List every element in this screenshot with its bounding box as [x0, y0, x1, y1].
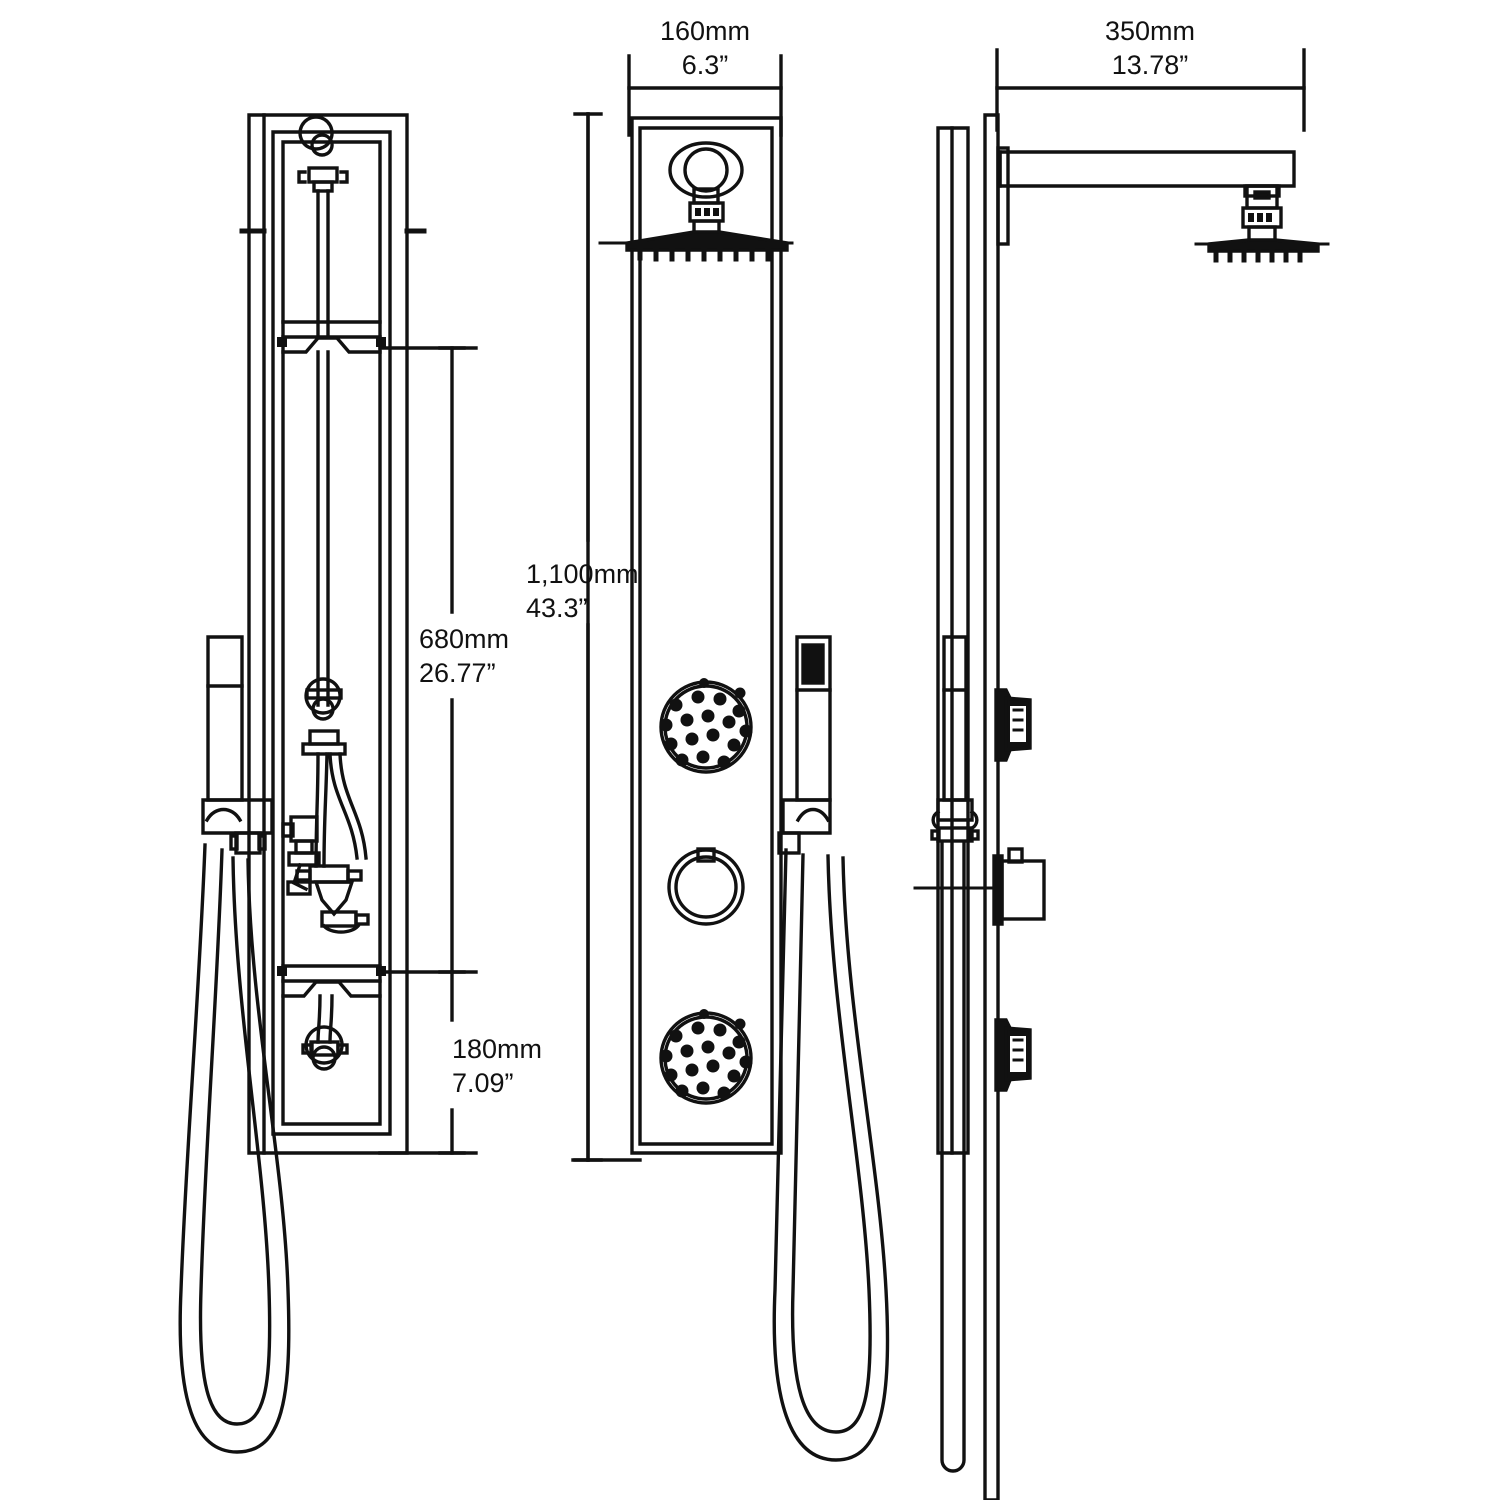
- dimension-upper-spacing-inch: 26.77”: [419, 658, 496, 688]
- dimension-panel-width: [586, 54, 783, 1162]
- dimension-upper-spacing-mm: 680mm: [419, 624, 509, 654]
- handheld-outlet-valve: [301, 994, 349, 1071]
- dimension-upper-spacing: [378, 346, 478, 974]
- dimension-panel-height-mm: 1,100mm: [526, 559, 639, 589]
- shower-hose: [178, 843, 291, 1454]
- lower-body-jet: [659, 1009, 753, 1105]
- control-knob: [667, 847, 745, 926]
- rain-head-feed-valve: [297, 115, 349, 339]
- supply-fittings: [281, 815, 321, 896]
- front-view: [598, 116, 890, 1462]
- upper-body-jet: [994, 688, 1032, 762]
- diverter-valve-block: [295, 864, 370, 934]
- wall-mount-plate: [983, 113, 1010, 1500]
- dimension-panel-width-mm: 160mm: [660, 16, 750, 46]
- control-knob: [992, 847, 1046, 926]
- lower-body-jet: [994, 1018, 1032, 1092]
- handheld-wand: [201, 635, 274, 855]
- dimension-panel-height-inch: 43.3”: [526, 593, 588, 623]
- dimension-arm-reach-inch: 13.78”: [1112, 50, 1189, 80]
- mixer-valve-assembly: [301, 350, 368, 868]
- handheld-wand: [777, 635, 832, 855]
- dimension-panel-height: [571, 112, 642, 1162]
- dimension-panel-width-inch: 6.3”: [682, 50, 729, 80]
- left-cutaway-view: [178, 113, 427, 1454]
- upper-body-jet: [659, 678, 753, 774]
- lower-internal-divider: [277, 964, 386, 998]
- dimension-lower-spacing: [378, 970, 478, 1155]
- dimension-lower-spacing-inch: 7.09”: [452, 1068, 514, 1098]
- dimension-arm-reach-mm: 350mm: [1105, 16, 1195, 46]
- handheld-wand: [930, 635, 980, 843]
- rain-shower-head: [1194, 184, 1330, 263]
- right-side-view: [913, 113, 1330, 1500]
- upper-internal-divider: [277, 320, 386, 354]
- shower-hose: [940, 840, 966, 1473]
- shower-hose: [772, 848, 890, 1462]
- front-panel-body: [630, 116, 783, 1155]
- dimension-lower-spacing-mm: 180mm: [452, 1034, 542, 1064]
- shower-arm: [998, 150, 1296, 188]
- rain-shower-head: [598, 141, 794, 262]
